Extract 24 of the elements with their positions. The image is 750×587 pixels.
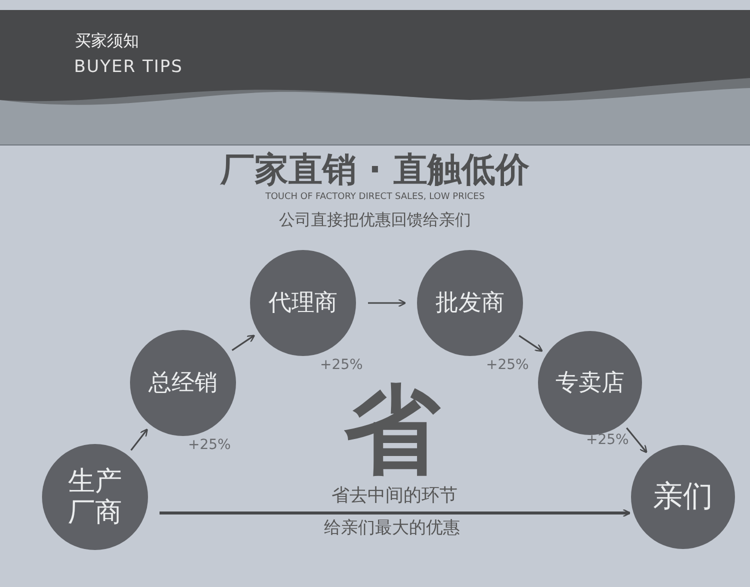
english-subtitle: TOUCH OF FACTORY DIRECT SALES, LOW PRICES — [265, 193, 485, 203]
node-label: 批发商 — [436, 290, 504, 316]
big-character: 省 — [344, 378, 440, 484]
node-label: 亲们 — [653, 480, 713, 514]
main-title: 厂家直销 · 直触低价 — [220, 153, 530, 187]
header-title: 买家须知 — [75, 32, 139, 50]
node-label: 生产厂商 — [67, 466, 123, 528]
caption-text: 给亲们最大的优惠 — [324, 519, 460, 538]
markup-label: +25% — [486, 357, 529, 373]
header-subtitle: BUYER TIPS — [74, 58, 183, 77]
arrow — [518, 335, 543, 352]
markup-label: +25% — [320, 357, 363, 373]
node-label: 总经销 — [148, 370, 218, 396]
markup-label: +25% — [586, 432, 629, 448]
arrow — [130, 428, 148, 451]
edge-label: 省去中间的环节 — [332, 484, 458, 507]
node-label: 代理商 — [268, 290, 338, 316]
arrow — [160, 508, 631, 518]
node-label: 专卖店 — [556, 370, 624, 396]
tagline: 公司直接把优惠回馈给亲们 — [279, 211, 471, 229]
arrow — [232, 334, 256, 351]
markup-label: +25% — [188, 437, 231, 453]
arrow — [626, 427, 648, 454]
arrow — [368, 298, 406, 308]
